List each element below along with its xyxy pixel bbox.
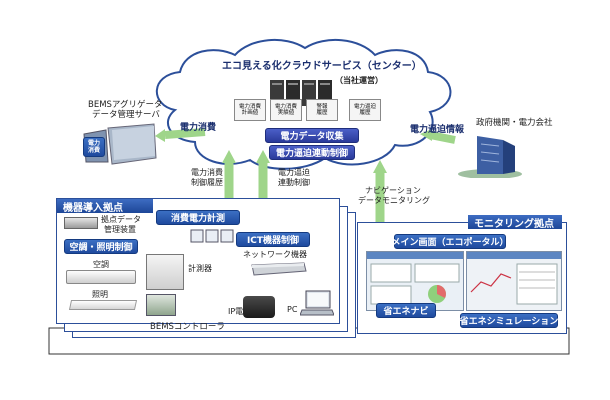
aggregator-badge: 電力 消費 — [83, 137, 105, 157]
cloud-title: エコ見える化クラウドサービス（センター） — [222, 61, 422, 72]
building-icon — [455, 132, 525, 179]
eco-navi-tag: 省エネナビ — [376, 303, 436, 318]
control-panel-icon — [146, 254, 184, 290]
meter-label: 計測器 — [188, 264, 212, 273]
aircon-label: 空調 — [93, 260, 109, 269]
pc-label: PC — [287, 305, 298, 314]
light-icon — [68, 300, 138, 310]
tight-control-tag: 電力逼迫連動制御 — [269, 145, 355, 160]
nav-label-2: データモニタリング — [358, 196, 430, 205]
db-alarm: 警報 履歴 — [306, 99, 338, 121]
pc-icon — [299, 290, 335, 316]
main-screen-tag: メイン画面（エコポータル） — [392, 234, 509, 249]
lighting-label: 照明 — [92, 290, 108, 299]
aggregator-title-2: データ管理サーバ — [92, 110, 160, 120]
nav-label-1: ナビゲーション — [365, 186, 421, 195]
db-actual: 電力消費 実績値 — [270, 99, 302, 121]
db-tight: 電力逼迫 履歴 — [349, 99, 381, 121]
ip-phone-icon — [243, 296, 275, 318]
hub-label-1: 拠点データ — [101, 215, 141, 224]
aggregator-flow-label: 電力消費 — [180, 123, 217, 133]
aircon-icon — [66, 270, 136, 284]
ip-phone-label: IP電話 — [228, 307, 252, 316]
meter-icon — [190, 228, 234, 244]
ac-light-control-tag: 空調・照明制御 — [64, 239, 138, 254]
hub-label-2: 管理装置 — [104, 225, 136, 234]
aggregator-title-1: BEMSアグリゲータ — [88, 100, 163, 110]
cloud-operator: （当社運営） — [335, 76, 383, 85]
network-device-icon — [248, 261, 308, 277]
ict-control-tag: ICT機器制御 — [236, 232, 310, 247]
bems-label: BEMSコントローラ — [150, 322, 225, 332]
eco-navi-screen — [366, 251, 464, 311]
government-flow-label: 電力逼迫情報 — [410, 125, 465, 135]
network-label: ネットワーク機器 — [243, 250, 307, 259]
power-history-label-1: 電力消費 — [191, 168, 223, 177]
power-history-label-2: 制御履歴 — [191, 178, 223, 187]
db-plan: 電力消費 計画値 — [234, 99, 266, 121]
monitoring-header: モニタリング拠点 — [468, 215, 562, 230]
arrow-aggregator-cloud — [164, 128, 206, 139]
eco-sim-tag: 省エネシミュレーション — [460, 313, 558, 328]
consumption-measure-tag: 消費電力計測 — [156, 210, 240, 225]
arrow-government-cloud — [429, 131, 456, 144]
tight-label-1: 電力逼迫 — [278, 168, 310, 177]
government-title: 政府機関・電力会社 — [476, 118, 553, 128]
data-collect-tag: 電力データ収集 — [265, 128, 359, 143]
bems-controller-icon — [146, 294, 176, 316]
eco-sim-screen — [466, 251, 562, 311]
site-header: 機器導入拠点 — [57, 199, 153, 214]
tight-label-2: 連動制御 — [278, 178, 310, 187]
hub-device-icon — [64, 217, 98, 229]
